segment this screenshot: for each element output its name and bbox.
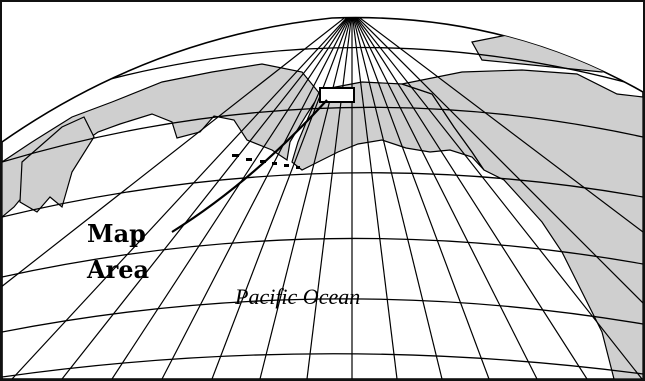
map-area-label-line1: Map	[87, 219, 146, 248]
land-kamchatka	[19, 116, 95, 213]
map-area-box	[319, 87, 355, 103]
land-north-america	[399, 69, 643, 379]
ocean-label: Pacific Ocean	[234, 284, 360, 309]
callout-leader-line	[171, 99, 328, 233]
graticule-meridians	[2, 17, 643, 379]
map-area-label-line2: Area	[86, 255, 149, 284]
aleutian-islands	[232, 154, 300, 169]
